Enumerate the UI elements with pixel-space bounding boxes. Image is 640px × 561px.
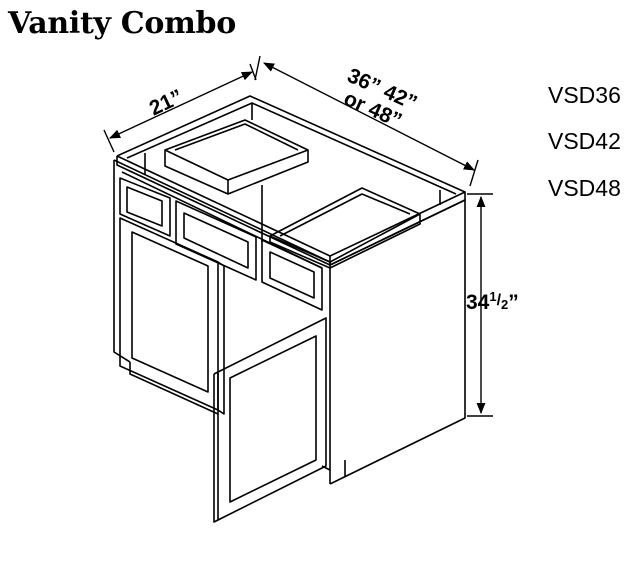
- model-vsd36: VSD36: [548, 82, 621, 108]
- model-vsd42: VSD42: [548, 128, 621, 154]
- height-suffix: ”: [508, 291, 519, 314]
- width-dimension: [254, 55, 479, 187]
- height-numerator: 1: [489, 289, 496, 304]
- depth-label: 21”: [146, 85, 186, 120]
- height-dimension: [467, 193, 493, 417]
- height-denominator: 2: [501, 297, 508, 312]
- cabinet-outline: [113, 95, 466, 523]
- page-title: Vanity Combo: [8, 6, 236, 41]
- model-vsd48: VSD48: [548, 175, 621, 201]
- height-label: 341/2”: [466, 289, 519, 314]
- height-whole: 34: [466, 291, 490, 314]
